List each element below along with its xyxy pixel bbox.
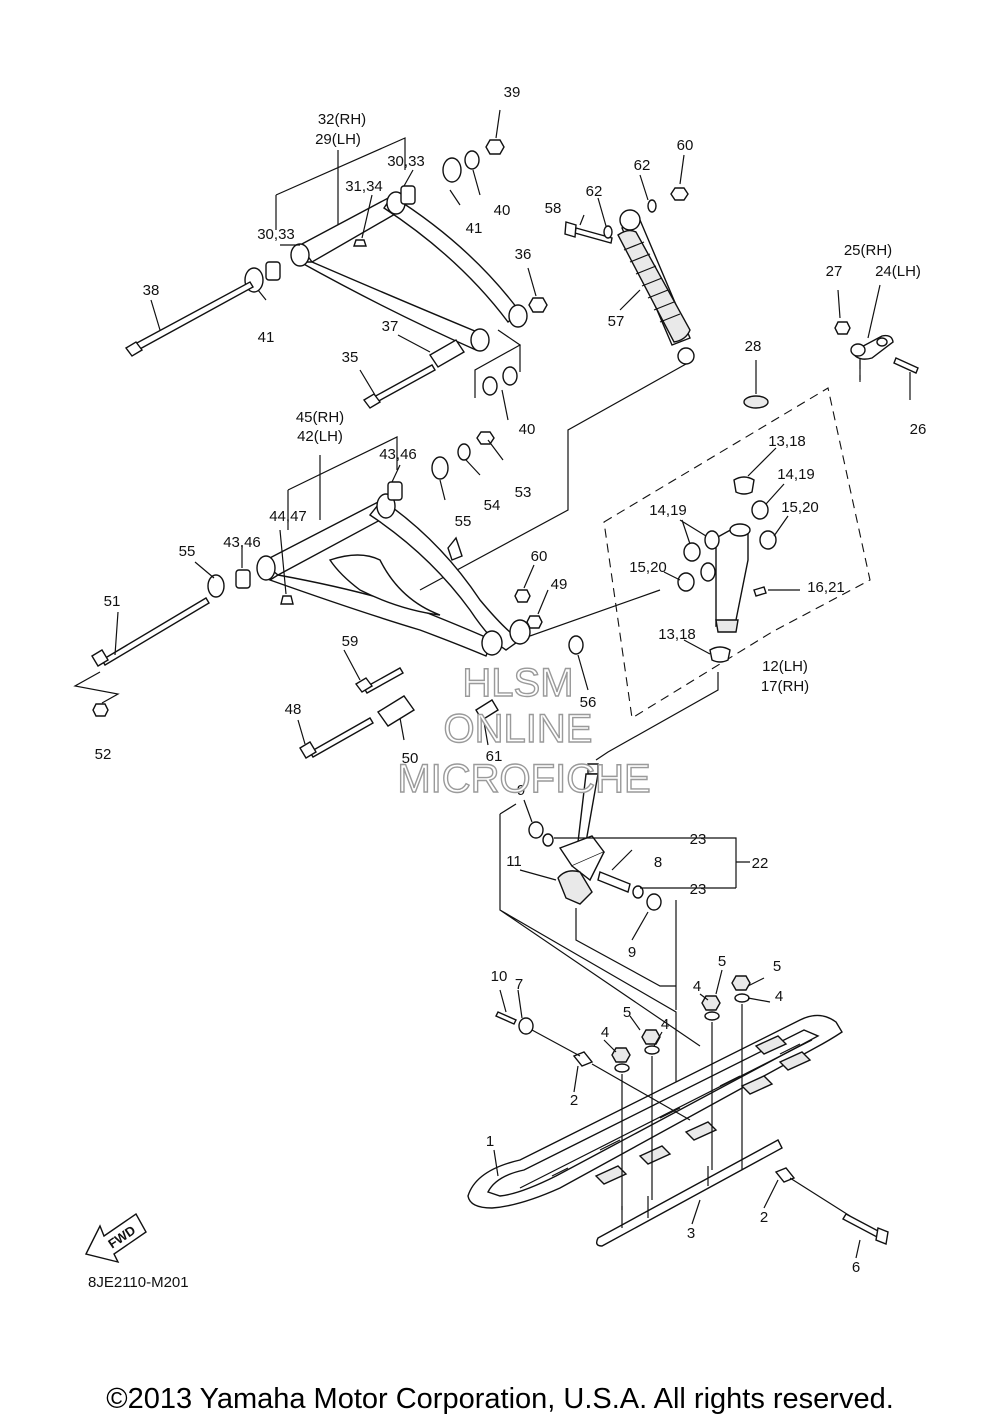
callout-41b: 41 (258, 329, 275, 346)
callout-62b: 62 (586, 183, 603, 200)
callout-9a: 9 (517, 782, 525, 799)
callout-4447: 44,47 (269, 508, 307, 525)
callout-1: 1 (486, 1133, 494, 1150)
callout-12: 12(LH) (762, 658, 808, 675)
callout-56: 56 (580, 694, 597, 711)
forward-arrow-icon: FWD (84, 1212, 147, 1264)
callout-1318b: 13,18 (658, 626, 696, 643)
callout-22: 22 (752, 855, 769, 872)
callout-7: 7 (515, 976, 523, 993)
callout-28: 28 (745, 338, 762, 355)
callout-8: 8 (654, 854, 662, 871)
callout-55b: 55 (179, 543, 196, 560)
watermark-line2: ONLINE (444, 707, 593, 751)
watermark-line1: HLSM (462, 661, 573, 705)
callout-39: 39 (504, 84, 521, 101)
callout-60b: 60 (531, 548, 548, 565)
callout-3134: 31,34 (345, 178, 383, 195)
callout-58: 58 (545, 200, 562, 217)
callout-52: 52 (95, 746, 112, 763)
callout-40a: 40 (494, 202, 511, 219)
callout-51: 51 (104, 593, 121, 610)
ski-bracket-assembly (499, 799, 750, 1120)
callout-4346b: 43,46 (223, 534, 261, 551)
callout-23b: 23 (690, 881, 707, 898)
callout-1520a: 15,20 (781, 499, 819, 516)
callout-55a: 55 (455, 513, 472, 530)
callout-1419b: 14,19 (649, 502, 687, 519)
callout-42: 42(LH) (297, 428, 343, 445)
callout-5b: 5 (773, 958, 781, 975)
watermark-line3: MICROFICHE (397, 757, 650, 801)
callout-61: 61 (486, 748, 503, 765)
callout-5c: 5 (623, 1004, 631, 1021)
callout-37: 37 (382, 318, 399, 335)
callout-59: 59 (342, 633, 359, 650)
callout-1520b: 15,20 (629, 559, 667, 576)
callout-62a: 62 (634, 157, 651, 174)
shock-absorber (419, 154, 695, 591)
callout-35: 35 (342, 349, 359, 366)
lower-arm-assembly (73, 431, 661, 759)
callout-25: 25(RH) (844, 242, 892, 259)
callout-50: 50 (402, 750, 419, 767)
callout-27: 27 (826, 263, 843, 280)
diagram-code: 8JE2110-M201 (88, 1274, 189, 1291)
callout-54: 54 (484, 497, 501, 514)
callout-3: 3 (687, 1225, 695, 1242)
callout-41a: 41 (466, 220, 483, 237)
callout-29: 29(LH) (315, 131, 361, 148)
callout-2b: 2 (760, 1209, 768, 1226)
callout-3033a: 30,33 (387, 153, 425, 170)
callout-9b: 9 (628, 944, 636, 961)
callout-17: 17(RH) (761, 678, 809, 695)
callout-60a: 60 (677, 137, 694, 154)
callout-4a: 4 (693, 978, 701, 995)
callout-4b: 4 (775, 988, 783, 1005)
callout-38: 38 (143, 282, 160, 299)
watermark: HLSM ONLINE MICROFICHE (397, 660, 652, 801)
callout-40b: 40 (519, 421, 536, 438)
callout-10: 10 (491, 968, 508, 985)
callout-49: 49 (551, 576, 568, 593)
callout-1621: 16,21 (807, 579, 845, 596)
callout-45: 45(RH) (296, 409, 344, 426)
callout-36: 36 (515, 246, 532, 263)
callout-53: 53 (515, 484, 532, 501)
callout-4c: 4 (601, 1024, 609, 1041)
callout-24: 24(LH) (875, 263, 921, 280)
callout-4d: 4 (661, 1016, 669, 1033)
callout-labels: 39 32(RH) 29(LH) 60 30,33 62 31,34 62 40… (95, 84, 927, 1276)
callout-1419a: 14,19 (777, 466, 815, 483)
callout-11: 11 (506, 853, 522, 870)
callout-4346a: 43,46 (379, 446, 417, 463)
callout-2a: 2 (570, 1092, 578, 1109)
callout-48: 48 (285, 701, 302, 718)
callout-3033b: 30,33 (257, 226, 295, 243)
callout-23a: 23 (690, 831, 707, 848)
spindle-assembly (577, 284, 919, 843)
upper-arm-assembly (124, 109, 548, 421)
callout-32: 32(RH) (318, 111, 366, 128)
callout-6: 6 (852, 1259, 860, 1276)
callout-5a: 5 (718, 953, 726, 970)
ski (467, 969, 889, 1259)
copyright-notice: ©2013 Yamaha Motor Corporation, U.S.A. A… (106, 1383, 894, 1415)
callout-1318a: 13,18 (768, 433, 806, 450)
callout-57: 57 (608, 313, 625, 330)
callout-26: 26 (910, 421, 927, 438)
